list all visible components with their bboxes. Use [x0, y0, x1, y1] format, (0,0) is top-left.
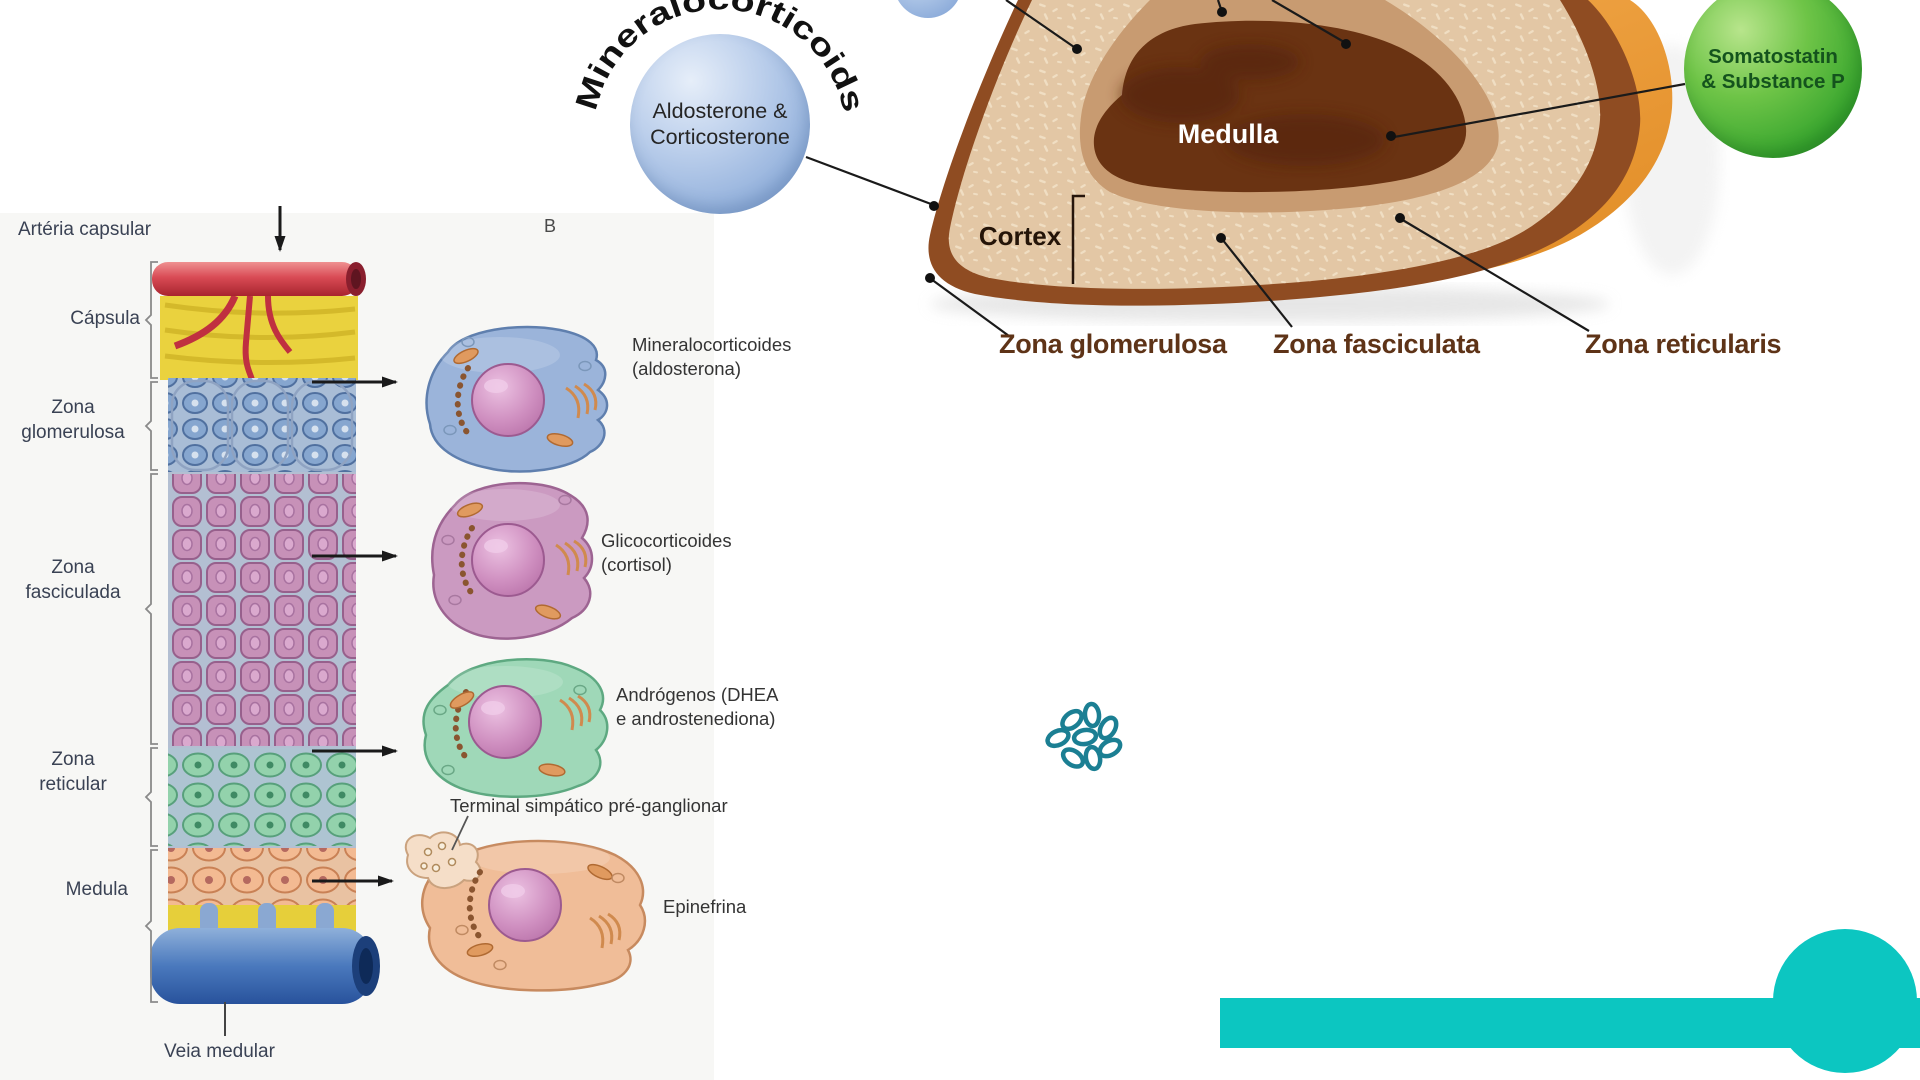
zona-reticularis-label: Zona reticularis: [1585, 329, 1782, 359]
capsular-artery: [152, 262, 366, 296]
zona-glomerulosa-tissue: [168, 378, 356, 472]
mineralocorticoid-cell-illustration: [425, 325, 609, 473]
aldosterone-sphere: Aldosterone & Corticosterone: [630, 34, 810, 214]
zona-reticular-left-label: Zona reticular: [39, 749, 107, 795]
androgenos-label: Andrógenos (DHEA e androstenediona): [616, 684, 779, 729]
mineralocorticoides-label: Mineralocorticoides (aldosterona): [632, 334, 792, 379]
mineralocorticoids-curved-text: Mineralocorticoids: [568, 0, 871, 115]
epinefrina-label: Epinefrina: [663, 896, 747, 917]
medullary-vein: [150, 928, 380, 1004]
callout-lines: [805, 0, 1686, 337]
svg-text:Mineralocorticoids: Mineralocorticoids: [568, 0, 871, 115]
callout-dots: [925, 7, 1405, 283]
teal-accent-circle: [1773, 929, 1917, 1073]
tissue-column: [150, 262, 380, 1036]
terminal-label: Terminal simpático pré-ganglionar: [450, 795, 728, 816]
zona-fasciculata-label: Zona fasciculata: [1273, 329, 1480, 359]
somatostatin-sphere-line2: & Substance P: [1701, 70, 1845, 93]
zona-glomerulosa-left-label: Zona glomerulosa: [21, 397, 125, 443]
medulla-label: Medulla: [1177, 119, 1279, 149]
adrenal-cross-section: [928, 0, 1720, 322]
cortex-bracket: [1071, 194, 1085, 284]
glicocorticoides-label: Glicocorticoides (cortisol): [601, 530, 732, 575]
veia-medular-label: Veia medular: [164, 1041, 275, 1062]
somatostatin-sphere-line1: Somatostatin: [1708, 45, 1838, 68]
layer-brackets: [144, 261, 158, 1003]
aldosterone-sphere-line2: Corticosterone: [650, 125, 790, 149]
zona-glomerulosa-label: Zona glomerulosa: [999, 329, 1227, 359]
panel-letter: B: [544, 216, 557, 236]
medula-tissue: [168, 848, 356, 908]
capsula-label: Cápsula: [70, 308, 140, 329]
cell-arrows: [312, 376, 398, 887]
cortex-label: Cortex: [978, 221, 1062, 251]
capsule-band: [160, 294, 358, 381]
androgen-cell-illustration: [422, 658, 609, 798]
curved-title: Mineralocorticoids: [568, 0, 871, 115]
terminal-pointer-line: [451, 815, 469, 851]
presynaptic-terminal: [404, 831, 482, 889]
chromaffin-cell-illustration: [404, 831, 647, 992]
somatostatin-sphere: Somatostatin & Substance P: [1684, 0, 1862, 158]
cells-cluster-icon: [1045, 701, 1123, 772]
medula-label: Medula: [65, 879, 128, 900]
aldosterone-sphere-line1: Aldosterone &: [652, 99, 788, 123]
capsular-artery-label: Artéria capsular: [18, 219, 152, 240]
zona-fasciculada-tissue: [168, 474, 356, 746]
glucocorticoid-cell-illustration: [431, 481, 594, 640]
zona-reticular-tissue: [168, 748, 356, 846]
vein-connectors: [200, 903, 334, 935]
zona-fasciculada-left-label: Zona fasciculada: [25, 557, 121, 603]
